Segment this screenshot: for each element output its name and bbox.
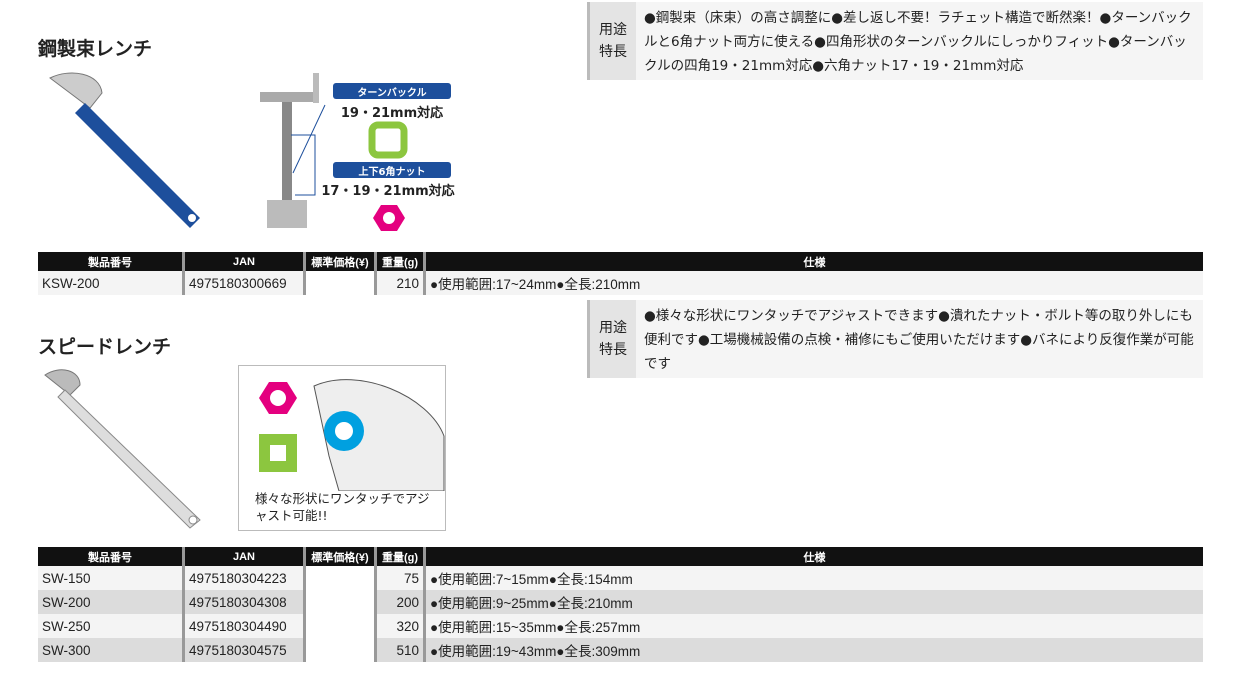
description-text: ●様々な形状にワンタッチでアジャストできます●潰れたナット・ボルト等の取り外しに… (644, 308, 1194, 372)
cell-weight: 320 (375, 614, 426, 638)
cell-jan: 4975180304575 (183, 638, 306, 662)
cell-model: KSW-200 (38, 271, 185, 295)
description-text: ●鋼製束（床束）の高さ調整に●差し返し不要！ラチェット構造で断然楽！●ターンバッ… (644, 10, 1192, 74)
adjust-illustration: 様々な形状にワンタッチでアジャスト可能!! (238, 365, 446, 531)
label-usage: 用途 (599, 320, 627, 336)
cell-jan: 4975180304223 (183, 566, 306, 590)
badge-hex-nut: 上下6角ナット (358, 167, 426, 178)
cell-weight: 200 (375, 590, 426, 614)
cell-spec: ●使用範囲:7~15mm●全長:154mm (424, 566, 1203, 590)
size-turnbuckle: 19・21mm対応 (340, 106, 444, 121)
cell-model: SW-200 (38, 590, 185, 614)
size-hex-nut: 17・19・21mm対応 (321, 184, 455, 199)
product-title: 鋼製束レンチ (38, 38, 153, 60)
speed-wrench-image (44, 369, 201, 529)
description-box: 用途特長 ●鋼製束（床束）の高さ調整に●差し返し不要！ラチェット構造で断然楽！●… (587, 2, 1203, 80)
turnbuckle-diagram (260, 73, 451, 231)
cell-price (304, 271, 377, 295)
header-weight: 重量(g) (375, 547, 426, 566)
header-jan: JAN (183, 252, 306, 271)
cell-model: SW-150 (38, 566, 185, 590)
ratchet-wrench-image (49, 72, 200, 228)
cell-spec: ●使用範囲:17~24mm●全長:210mm (424, 271, 1203, 295)
header-model: 製品番号 (38, 547, 185, 566)
cell-jan: 4975180304308 (183, 590, 306, 614)
cell-weight: 75 (375, 566, 426, 590)
cell-price (304, 566, 377, 662)
header-weight: 重量(g) (375, 252, 426, 271)
header-price: 標準価格(¥) (304, 547, 377, 566)
header-jan: JAN (183, 547, 306, 566)
cell-jan: 4975180304490 (183, 614, 306, 638)
label-feature: 特長 (599, 342, 627, 358)
description-box: 用途特長 ●様々な形状にワンタッチでアジャストできます●潰れたナット・ボルト等の… (587, 300, 1203, 378)
cell-model: SW-250 (38, 614, 185, 638)
header-model: 製品番号 (38, 252, 185, 271)
cell-model: SW-300 (38, 638, 185, 662)
header-price: 標準価格(¥) (304, 252, 377, 271)
cell-spec: ●使用範囲:19~43mm●全長:309mm (424, 638, 1203, 662)
cell-weight: 510 (375, 638, 426, 662)
header-spec: 仕様 (424, 547, 1203, 566)
label-feature: 特長 (599, 44, 627, 60)
product-title: スピードレンチ (38, 336, 172, 358)
label-usage: 用途 (599, 22, 627, 38)
cell-jan: 4975180300669 (183, 271, 306, 295)
cell-weight: 210 (375, 271, 426, 295)
cell-spec: ●使用範囲:15~35mm●全長:257mm (424, 614, 1203, 638)
header-spec: 仕様 (424, 252, 1203, 271)
badge-turnbuckle: ターンバックル (357, 88, 427, 99)
illustration-caption: 様々な形状にワンタッチでアジャスト可能!! (255, 491, 430, 523)
cell-spec: ●使用範囲:9~25mm●全長:210mm (424, 590, 1203, 614)
